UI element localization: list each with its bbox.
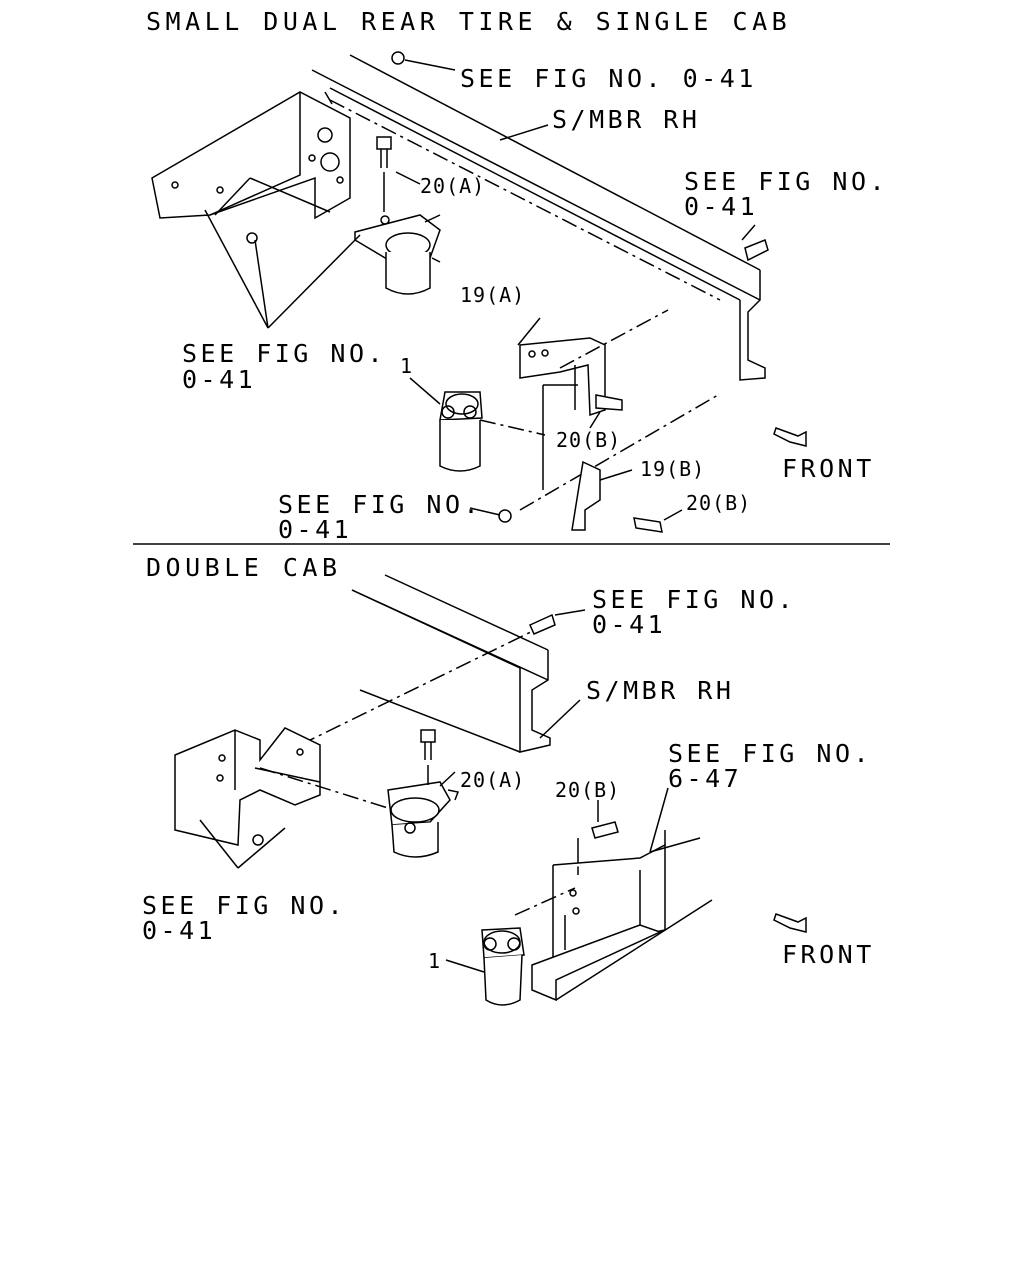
bottom-leader-1 bbox=[199, 819, 239, 869]
top-see-fig-3-line2: 0-41 bbox=[182, 365, 256, 394]
top-front-arrow-icon bbox=[773, 427, 807, 447]
top-part-20a: 20(A) bbox=[420, 174, 485, 198]
bottom-leader-2 bbox=[237, 827, 286, 869]
bottom-see-fig-1-line2: 0-41 bbox=[592, 610, 666, 639]
top-section-title: SMALL DUAL REAR TIRE & SINGLE CAB bbox=[146, 7, 791, 36]
top-bolt-20a bbox=[376, 136, 421, 212]
bottom-part-20a: 20(A) bbox=[460, 768, 525, 792]
top-see-fig-4-line2: 0-41 bbox=[278, 515, 352, 544]
bottom-frame-side-member bbox=[299, 574, 551, 753]
top-bracket-19a bbox=[517, 317, 606, 417]
top-part-20b-1: 20(B) bbox=[556, 428, 621, 452]
top-see-fig-4-line1: SEE FIG NO. bbox=[278, 490, 482, 519]
bottom-front-label: FRONT bbox=[782, 940, 875, 969]
top-bolt-right bbox=[744, 238, 769, 262]
top-part-19a: 19(A) bbox=[460, 283, 525, 307]
bottom-part-20b: 20(B) bbox=[555, 778, 620, 802]
bottom-see-fig-1-line1: SEE FIG NO. bbox=[592, 585, 796, 614]
bottom-see-fig-2-line1: SEE FIG NO. bbox=[668, 739, 872, 768]
bottom-bolt-top bbox=[529, 613, 556, 635]
bottom-see-fig-3-line1: SEE FIG NO. bbox=[142, 891, 346, 920]
bottom-leader-5 bbox=[439, 771, 456, 787]
top-filter-head-upper bbox=[354, 214, 441, 295]
top-nut bbox=[391, 51, 405, 65]
bottom-dash-2 bbox=[514, 887, 576, 916]
top-section: SMALL DUAL REAR TIRE & SINGLE CAB bbox=[146, 7, 888, 544]
top-bolt-20b-1 bbox=[589, 394, 623, 429]
bottom-see-fig-3-line2: 0-41 bbox=[142, 916, 216, 945]
bottom-part-1: 1 bbox=[428, 949, 441, 973]
bottom-section-title: DOUBLE CAB bbox=[146, 553, 342, 582]
top-frame-label: S/MBR RH bbox=[552, 105, 700, 134]
bottom-washer bbox=[252, 834, 264, 846]
top-bolt-20b-2 bbox=[633, 509, 683, 533]
top-leader-7 bbox=[469, 507, 501, 516]
bottom-left-bracket bbox=[174, 727, 321, 846]
top-washer bbox=[246, 232, 258, 244]
top-leader-5 bbox=[499, 124, 549, 141]
top-nut-lower bbox=[498, 509, 512, 523]
top-see-fig-1: SEE FIG NO. 0-41 bbox=[460, 64, 757, 93]
bottom-frame-label: S/MBR RH bbox=[586, 676, 734, 705]
top-dash-2 bbox=[479, 419, 546, 436]
top-leader-1 bbox=[204, 209, 269, 329]
bottom-fuel-filter-part-1 bbox=[445, 927, 525, 1006]
bottom-bolt-20a bbox=[420, 729, 436, 785]
top-see-fig-3-line1: SEE FIG NO. bbox=[182, 339, 386, 368]
top-leader-6 bbox=[741, 224, 756, 241]
top-front-label: FRONT bbox=[782, 454, 875, 483]
top-dash-1 bbox=[559, 309, 669, 369]
top-leader-3 bbox=[267, 234, 361, 329]
bottom-filter-head bbox=[387, 781, 460, 858]
bottom-cross-member bbox=[531, 787, 713, 1002]
top-see-fig-2-line1: SEE FIG NO. bbox=[684, 167, 888, 196]
bottom-see-fig-2-line2: 6-47 bbox=[668, 764, 742, 793]
top-leader-2 bbox=[254, 239, 269, 329]
top-part-19b: 19(B) bbox=[640, 457, 705, 481]
top-fuel-filter-part-1 bbox=[409, 377, 483, 472]
top-part-20b-2: 20(B) bbox=[686, 491, 751, 515]
bottom-section: DOUBLE CAB bbox=[142, 553, 875, 1006]
top-see-fig-2-line2: 0-41 bbox=[684, 192, 758, 221]
top-frame-side-member bbox=[311, 54, 766, 381]
top-left-bracket bbox=[151, 91, 351, 220]
bottom-front-arrow-icon bbox=[773, 913, 807, 933]
top-leader-4 bbox=[404, 59, 456, 71]
bottom-leader-4 bbox=[539, 699, 581, 739]
top-bracket-19b bbox=[571, 460, 633, 531]
bottom-bolt-20b bbox=[577, 800, 619, 875]
bottom-leader-3 bbox=[554, 609, 586, 616]
top-dash-3 bbox=[519, 394, 719, 511]
top-part-1: 1 bbox=[400, 354, 413, 378]
bottom-dash-1 bbox=[259, 767, 389, 809]
